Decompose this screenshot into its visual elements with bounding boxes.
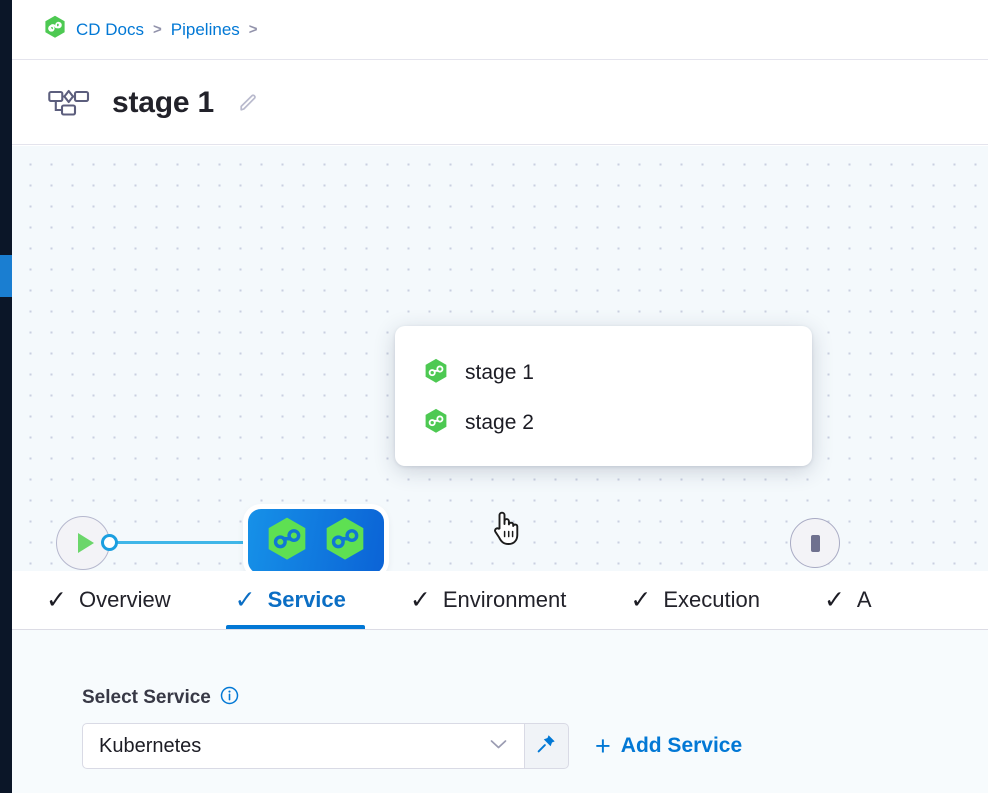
breadcrumb-separator: > xyxy=(153,21,162,38)
left-nav-rail[interactable] xyxy=(0,0,12,793)
tab-label: Service xyxy=(267,587,346,612)
breadcrumb-link-pipelines[interactable]: Pipelines xyxy=(170,19,240,39)
service-form-panel: Select Service Kubernetes xyxy=(12,630,988,793)
select-service-label-row: Select Service xyxy=(82,686,988,710)
stop-bar-icon xyxy=(810,534,820,552)
tab-label: Overview xyxy=(78,587,171,612)
popup-item-stage-2[interactable]: stage 2 xyxy=(395,398,812,448)
pin-service-button[interactable] xyxy=(525,723,569,769)
breadcrumb: CD Docs > Pipelines > xyxy=(12,0,988,60)
plus-icon: + xyxy=(595,730,611,761)
popup-item-stage-1[interactable]: stage 1 xyxy=(395,348,812,398)
pushpin-icon xyxy=(536,733,557,759)
stage-group-node[interactable] xyxy=(248,509,384,571)
popup-item-label: stage 1 xyxy=(465,361,534,384)
popup-item-label: stage 2 xyxy=(465,411,534,434)
left-nav-rail-active-indicator xyxy=(0,255,12,297)
tab-label: Execution xyxy=(663,587,760,612)
check-icon: ✓ xyxy=(46,585,67,614)
start-node-connector-dot[interactable] xyxy=(101,534,118,551)
tab-environment[interactable]: ✓ Environment xyxy=(410,571,594,629)
harness-cd-hexagon-icon xyxy=(44,15,66,44)
service-control-row: Kubernetes + Add Service xyxy=(82,723,988,769)
check-icon: ✓ xyxy=(630,585,652,614)
page-title: stage 1 xyxy=(112,85,214,119)
add-service-label: Add Service xyxy=(620,734,743,757)
harness-cd-hexagon-icon xyxy=(424,408,448,439)
service-select-group: Kubernetes xyxy=(82,723,569,769)
play-triangle-icon xyxy=(77,533,94,553)
tab-label: Environment xyxy=(442,587,567,612)
harness-cd-hexagon-icon xyxy=(424,358,448,389)
service-select[interactable]: Kubernetes xyxy=(82,723,525,769)
pointing-hand-cursor xyxy=(490,508,520,551)
tab-execution[interactable]: ✓ Execution xyxy=(630,571,788,629)
check-icon: ✓ xyxy=(409,585,431,614)
stage-config-tabs: ✓ Overview ✓ Service ✓ Environment ✓ Exe… xyxy=(12,571,988,630)
tab-advanced[interactable]: ✓ A xyxy=(824,571,900,629)
harness-cd-hexagon-icon xyxy=(324,516,366,567)
check-icon: ✓ xyxy=(234,585,256,614)
pipeline-end-node[interactable] xyxy=(790,518,840,568)
service-select-value: Kubernetes xyxy=(99,734,202,757)
add-service-button[interactable]: + Add Service xyxy=(595,730,743,761)
breadcrumb-link-cd-docs[interactable]: CD Docs xyxy=(76,19,145,39)
pipeline-canvas[interactable]: stage 1 + 1 more stages Add Stage stage … xyxy=(12,146,988,571)
pipeline-edge-connector xyxy=(116,540,254,544)
stage-list-popup: stage 1 stage 2 xyxy=(395,326,812,466)
page-header: stage 1 xyxy=(12,61,988,145)
tab-label: A xyxy=(856,587,872,612)
pencil-edit-icon[interactable] xyxy=(236,91,260,115)
breadcrumb-separator: > xyxy=(248,21,258,38)
pipeline-stage-flow-icon xyxy=(48,87,90,119)
check-icon: ✓ xyxy=(823,585,845,614)
tab-service[interactable]: ✓ Service xyxy=(225,571,374,629)
harness-cd-hexagon-icon xyxy=(266,516,308,567)
info-circle-icon[interactable] xyxy=(220,686,239,710)
tab-overview[interactable]: ✓ Overview xyxy=(46,571,199,629)
chevron-down-icon xyxy=(489,737,508,755)
select-service-label: Select Service xyxy=(82,687,211,708)
